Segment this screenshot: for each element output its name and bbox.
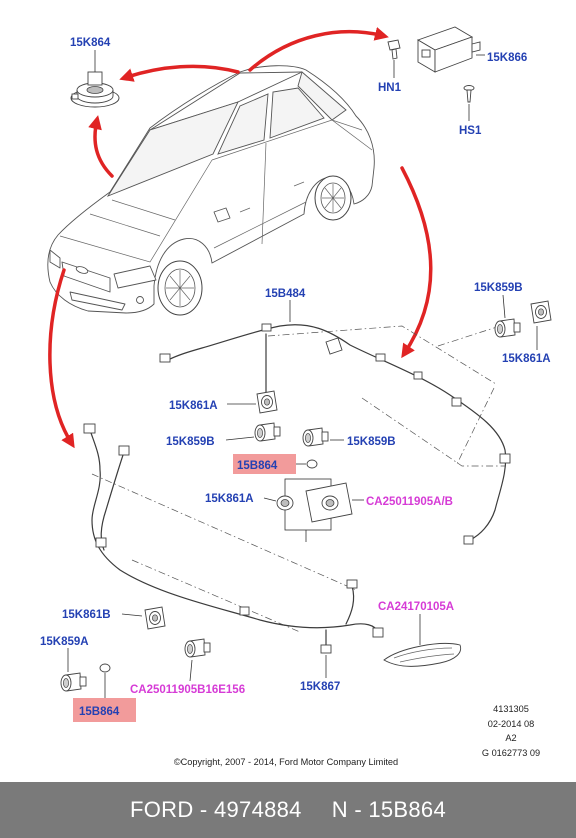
- callout-front-gasket: 15B864: [79, 706, 120, 718]
- rear-mid-sensor-left: [254, 422, 281, 442]
- callout-front-sensor: 15K859A: [40, 636, 89, 648]
- rear-wheel: [314, 175, 352, 221]
- front-trim-lamp: [383, 643, 462, 667]
- parts-diagram: 15K864 HN1 15K866 HS1 15B484: [40, 26, 552, 767]
- windshield: [106, 101, 239, 197]
- park-sensor-top: [70, 71, 120, 108]
- callout-rear-mid-sensor-left: 15K859B: [166, 436, 215, 448]
- callout-hs1: HS1: [459, 125, 482, 137]
- callout-front-trim-ref: CA24170105A: [378, 601, 454, 613]
- callout-front-sensor-ref: CA25011905B16E156: [130, 684, 245, 696]
- callout-rear-gasket: 15B864: [237, 460, 278, 472]
- right-headlight: [113, 265, 157, 289]
- side-mirror: [213, 207, 231, 223]
- footer-bar: FORD - 4974884 N - 15B864: [0, 782, 576, 838]
- rear-mid-sensor-right: [302, 427, 329, 447]
- front-gasket: [99, 663, 111, 673]
- leader-line: [189, 659, 193, 682]
- callout-rear-harness: 15B484: [265, 288, 306, 300]
- drawing-number: 4131305: [493, 704, 529, 714]
- callout-rear-mid-bracket: 15K861A: [169, 400, 218, 412]
- fog-light: [136, 296, 144, 304]
- hood-line: [59, 159, 213, 263]
- front-wheel: [157, 260, 203, 316]
- lower-intake: [69, 291, 126, 311]
- front-bracket: [144, 606, 166, 630]
- leader-line: [502, 294, 506, 319]
- footer-part-number: FORD - 4974884: [129, 797, 302, 822]
- rear-side-window: [269, 87, 325, 139]
- rear-sensor: [494, 318, 521, 338]
- control-module: [416, 26, 481, 73]
- highlight-box: [233, 454, 296, 474]
- arrow-to-module: [248, 27, 389, 72]
- door-handle: [239, 181, 305, 213]
- leader-line: [225, 436, 255, 441]
- leader-line: [121, 613, 143, 617]
- front-dash-lines: [91, 473, 357, 633]
- front-harness: [83, 423, 384, 654]
- drawing-date: 02-2014 08: [488, 719, 535, 729]
- arrow-up-sensor: [88, 115, 114, 178]
- callout-rear-mid-sensor-right: 15K859B: [347, 436, 396, 448]
- car-illustration: [47, 65, 375, 316]
- highlight-box: [73, 698, 136, 722]
- callout-front-bracket: 15K861B: [62, 609, 111, 621]
- callout-rear-housing-ref: CA25011905A/B: [366, 496, 453, 508]
- arrow-to-top-sensor: [119, 64, 240, 82]
- callout-rear-sensor: 15K859B: [474, 282, 523, 294]
- front-sensor-right: [184, 638, 211, 658]
- callout-front-harness: 15K867: [300, 681, 340, 693]
- reference-arrows: [48, 27, 433, 449]
- callout-park-sensor: 15K864: [70, 37, 111, 49]
- rear-dash-lines: [267, 325, 505, 467]
- callout-module: 15K866: [487, 52, 527, 64]
- rear-sensor-bracket: [530, 300, 552, 324]
- hood-crease: [89, 199, 176, 237]
- left-headlight: [49, 249, 61, 269]
- callout-rear-sensor-bracket: 15K861A: [502, 353, 551, 365]
- drawing-sheet: A2: [505, 733, 516, 743]
- arrow-to-front-bumper: [48, 268, 75, 449]
- copyright-text: ©Copyright, 2007 - 2014, Ford Motor Comp…: [174, 757, 398, 767]
- leader-line: [263, 497, 277, 502]
- rear-gasket: [306, 459, 318, 469]
- push-nut: [387, 39, 401, 60]
- ford-emblem: [75, 266, 89, 274]
- trunk-line: [331, 119, 373, 151]
- rear-mid-bracket: [256, 390, 278, 414]
- front-side-window: [217, 93, 269, 155]
- rear-holder-group: [276, 478, 353, 542]
- footer-part-name: N - 15B864: [331, 797, 447, 822]
- door-split-line: [261, 142, 267, 245]
- callout-hn1: HN1: [378, 82, 402, 94]
- sill-line: [213, 201, 307, 249]
- arrow-to-rear-bumper: [400, 166, 433, 359]
- callout-rear-holder: 15K861A: [205, 493, 254, 505]
- drawing-info: 4131305 02-2014 08 A2 G 0162773 09: [482, 704, 540, 758]
- drawing-code: G 0162773 09: [482, 748, 540, 758]
- front-sensor: [60, 672, 87, 692]
- rear-harness: [159, 323, 511, 545]
- screw: [463, 85, 475, 103]
